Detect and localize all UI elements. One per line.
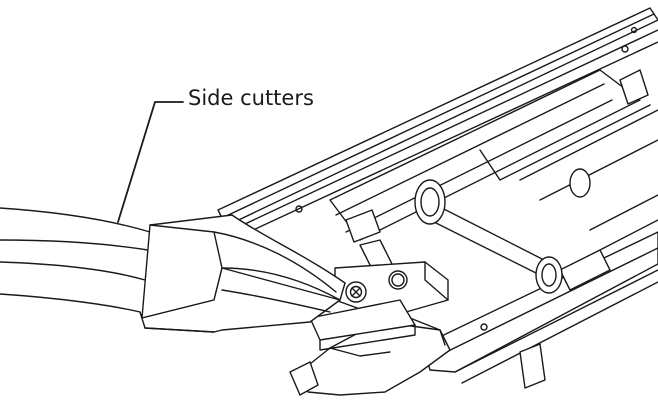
roller-right [535,256,563,294]
rail-screw-hole [480,323,488,331]
rail-screw-hole [295,205,303,213]
clip-screw [309,281,416,351]
rail-screw-hole [630,26,638,34]
roller-left [414,179,446,225]
callout-leader-line [117,101,184,223]
handle-upper [0,207,151,233]
base-plate [289,317,451,396]
shaft-assembly [414,168,591,294]
side-cutters [0,207,346,333]
callout-label-side-cutters: Side cutters [188,86,314,110]
rail-screw-hole [621,45,629,53]
lower-rail [422,231,658,389]
handle-lower [0,261,146,281]
